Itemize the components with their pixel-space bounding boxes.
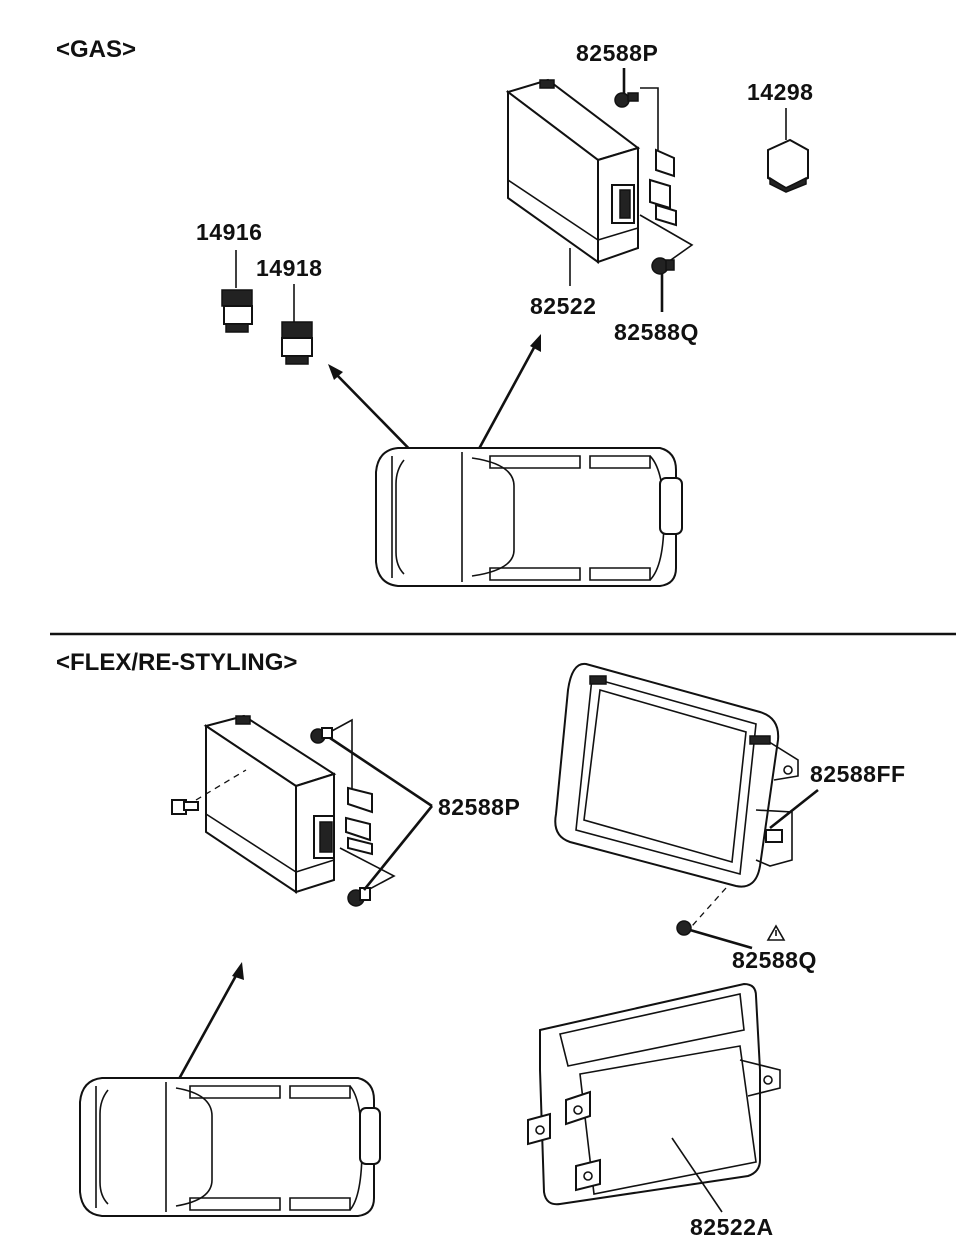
label-82588P-bottom: 82588P <box>438 794 520 820</box>
screw-82588Q-top <box>651 257 675 312</box>
vehicle-top-view-flex <box>79 1077 381 1217</box>
screw-flex-left <box>171 799 199 815</box>
label-14916: 14916 <box>196 219 262 245</box>
leader-82588FF <box>769 788 819 830</box>
relay-14298 <box>767 108 809 193</box>
label-82522A: 82522A <box>690 1214 774 1240</box>
label-82522: 82522 <box>530 293 596 319</box>
ecu-module-82522 <box>505 78 641 264</box>
mounting-bracket-top <box>639 87 694 263</box>
ecu-module-flex <box>195 714 337 894</box>
warning-icon <box>766 924 786 941</box>
relay-14916 <box>221 250 253 333</box>
arrow-to-ecu-flex <box>172 962 244 1089</box>
ecu-bracket-82522A <box>527 982 781 1213</box>
section-title-flex: <FLEX/RE-STYLING> <box>56 649 297 676</box>
label-82588Q-top: 82588Q <box>614 319 699 345</box>
leader-82588P-bottom <box>329 736 434 891</box>
label-82588Q-bottom: 82588Q <box>732 947 817 973</box>
section-title-gas: <GAS> <box>56 36 136 63</box>
label-14298: 14298 <box>747 79 813 105</box>
label-82588FF: 82588FF <box>810 761 906 787</box>
screw-82588Q-bottom <box>676 920 753 950</box>
label-14918: 14918 <box>256 255 322 281</box>
label-82588P-top: 82588P <box>576 40 658 66</box>
relay-14918 <box>281 284 313 365</box>
screw-82588P-top <box>614 68 639 108</box>
mounting-bracket-flex <box>310 718 396 907</box>
arrow-to-ecu <box>472 334 541 459</box>
ecu-module-restyling <box>554 662 799 927</box>
vehicle-top-view-gas <box>375 447 683 587</box>
